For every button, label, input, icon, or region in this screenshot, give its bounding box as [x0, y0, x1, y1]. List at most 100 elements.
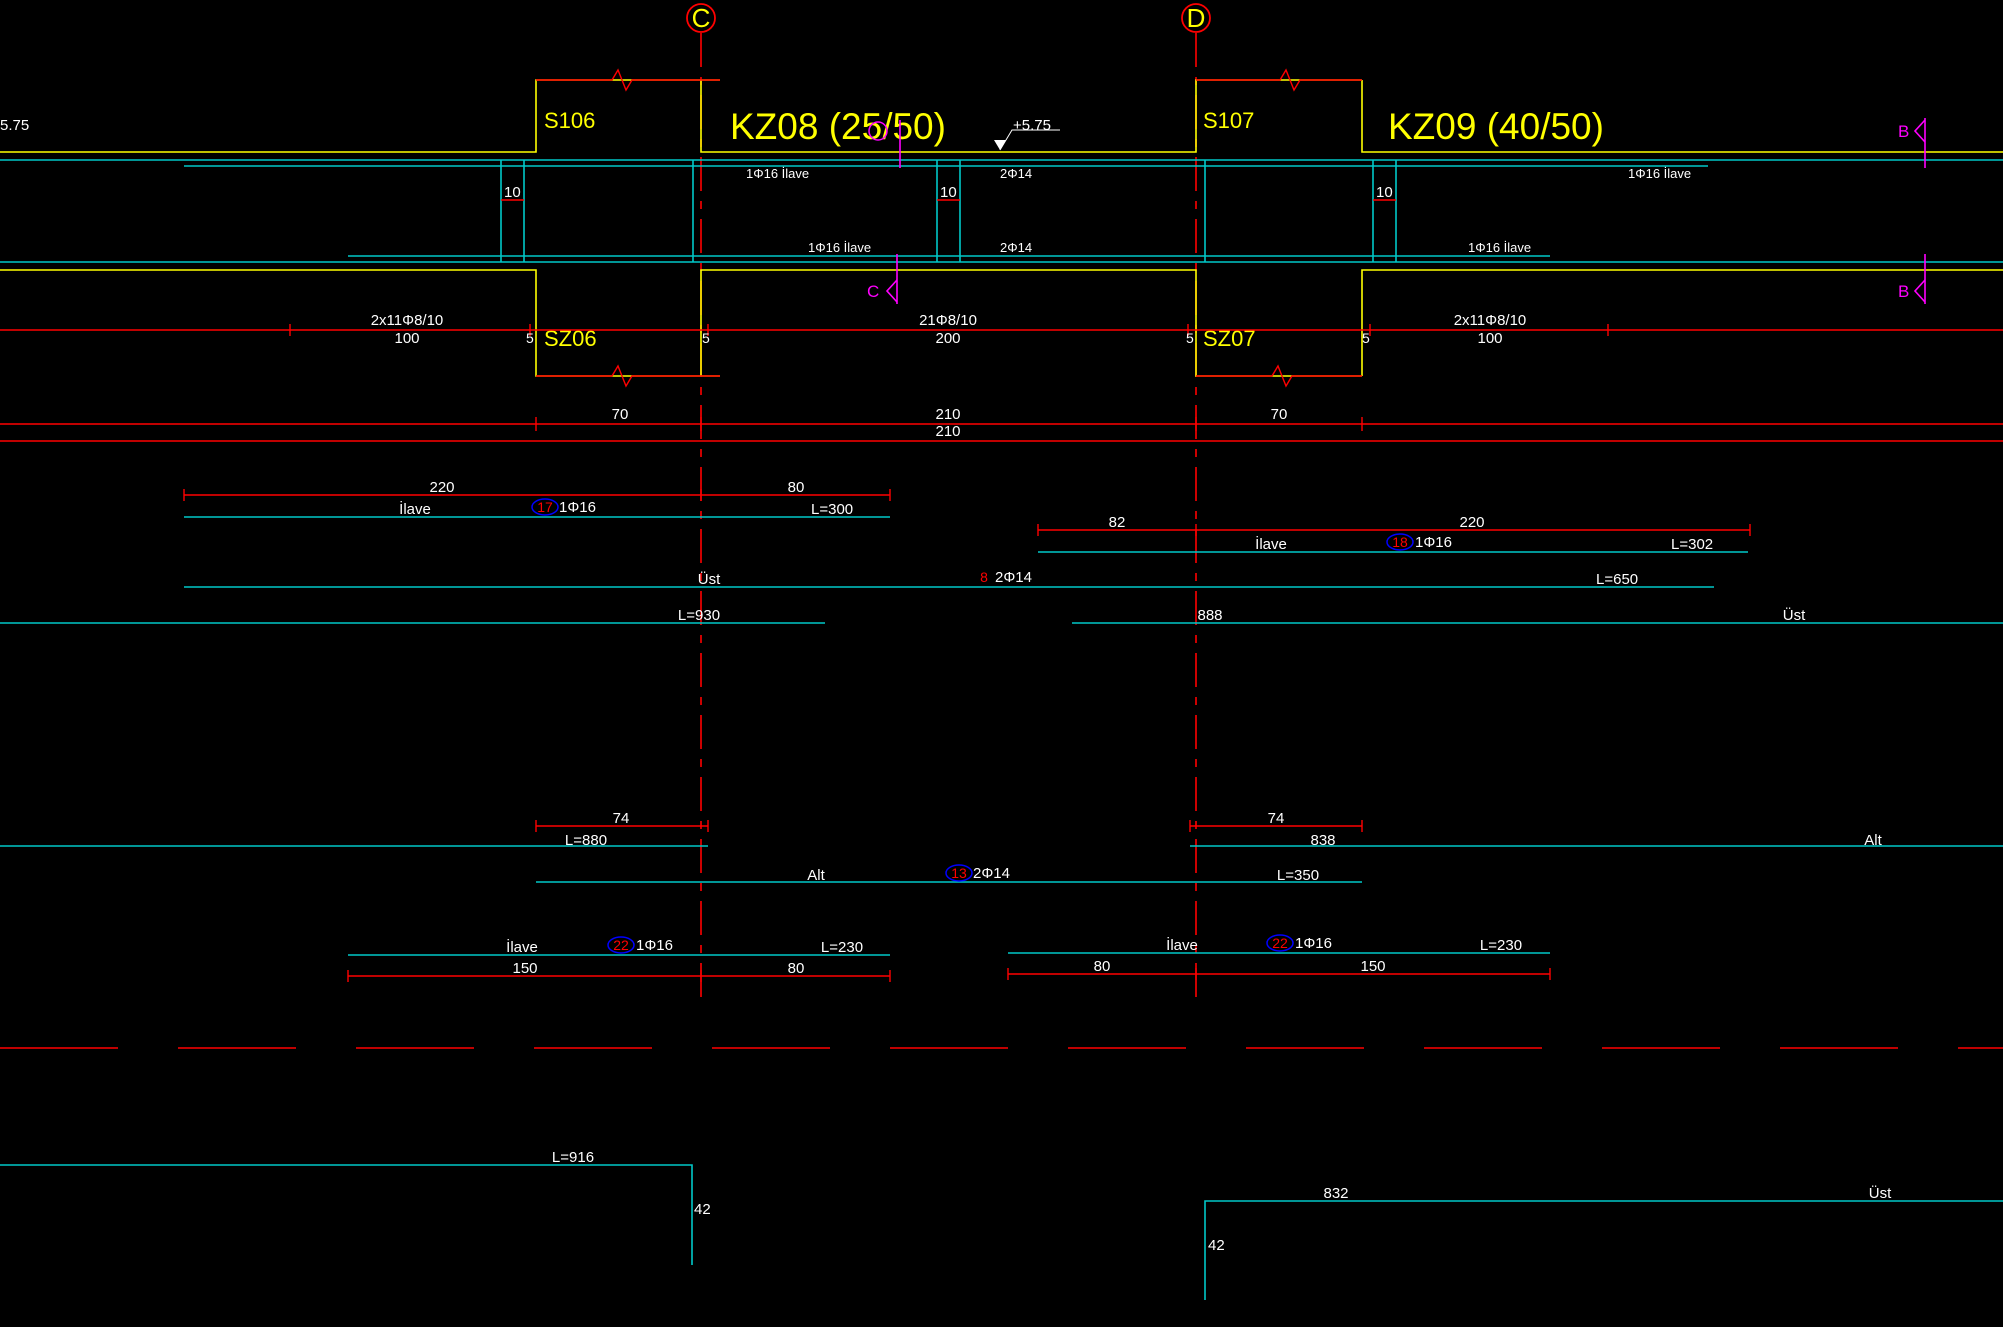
span-dimensions — [0, 417, 2003, 442]
svg-text:L=350: L=350 — [1277, 867, 1319, 884]
svg-text:10: 10 — [504, 184, 521, 201]
svg-text:42: 42 — [1208, 1237, 1225, 1254]
bar-17[interactable]: 220 80 İlave 17 1Φ16 L=300 — [183, 479, 891, 518]
stirrup-labels: 2x11Φ8/10 100 21Φ8/10 200 2x11Φ8/10 100 … — [371, 312, 1527, 347]
svg-text:Üst: Üst — [698, 570, 721, 588]
bar-hook-left[interactable]: L=916 42 — [0, 1149, 711, 1265]
slab-label-s107[interactable]: S107 — [1203, 108, 1254, 133]
bar-22-left[interactable]: İlave 22 1Φ16 L=230 150 80 — [347, 936, 891, 982]
bar-8[interactable]: Üst 8 2Φ14 L=650 — [184, 569, 1714, 588]
svg-text:2Φ14: 2Φ14 — [1000, 240, 1032, 255]
stirrup-dimension-line — [0, 324, 2003, 336]
level-left: 5.75 — [0, 117, 29, 134]
svg-text:L=230: L=230 — [1480, 937, 1522, 954]
section-cut-bottom-c: C — [867, 254, 898, 304]
axis-bubble-c[interactable] — [686, 3, 716, 33]
svg-text:220: 220 — [1459, 514, 1484, 531]
svg-text:L=650: L=650 — [1596, 571, 1638, 588]
bar-top-right[interactable]: 888 Üst — [1072, 606, 2003, 624]
svg-text:100: 100 — [394, 330, 419, 347]
span-dim-70-left: 70 — [612, 406, 629, 423]
span-dim-210-total: 210 — [935, 423, 960, 440]
svg-text:74: 74 — [613, 810, 630, 827]
svg-text:2Φ14: 2Φ14 — [995, 569, 1032, 586]
svg-text:2Φ14: 2Φ14 — [1000, 166, 1032, 181]
svg-text:22: 22 — [613, 937, 629, 953]
section-cut-bottom-b: B — [1898, 254, 1926, 304]
svg-text:150: 150 — [512, 960, 537, 977]
svg-text:200: 200 — [935, 330, 960, 347]
svg-text:İlave: İlave — [399, 500, 431, 518]
svg-text:18: 18 — [1392, 534, 1408, 550]
svg-text:22: 22 — [1272, 935, 1288, 951]
svg-text:L=880: L=880 — [565, 832, 607, 849]
bar-18[interactable]: 82 220 İlave 18 1Φ16 L=302 — [1037, 514, 1751, 553]
svg-text:80: 80 — [1094, 958, 1111, 975]
beam-title-kz08[interactable]: KZ08 (25/50) — [730, 106, 946, 147]
svg-text:74: 74 — [1268, 810, 1285, 827]
svg-text:10: 10 — [940, 184, 957, 201]
section-cut-top-b: B — [1898, 118, 1926, 168]
bar-22-right[interactable]: İlave 22 1Φ16 L=230 80 150 — [1007, 934, 1551, 980]
svg-text:2x11Φ8/10: 2x11Φ8/10 — [371, 312, 444, 329]
svg-text:5: 5 — [1362, 330, 1370, 346]
svg-text:220: 220 — [429, 479, 454, 496]
bar-hook-right[interactable]: 832 Üst 42 — [1204, 1184, 2003, 1300]
bar-bottom-right[interactable]: 74 838 Alt — [1189, 810, 2003, 849]
svg-text:1Φ16 İlave: 1Φ16 İlave — [1628, 166, 1691, 181]
span-dim-70-right: 70 — [1271, 406, 1288, 423]
svg-text:150: 150 — [1360, 958, 1385, 975]
svg-text:2x11Φ8/10: 2x11Φ8/10 — [1454, 312, 1527, 329]
svg-text:100: 100 — [1477, 330, 1502, 347]
svg-text:İlave: İlave — [1255, 535, 1287, 553]
section-cut-top-c — [868, 120, 901, 168]
svg-text:80: 80 — [788, 479, 805, 496]
svg-text:2Φ14: 2Φ14 — [973, 865, 1010, 882]
svg-text:1Φ16 İlave: 1Φ16 İlave — [746, 166, 809, 181]
svg-text:5: 5 — [702, 330, 710, 346]
svg-text:21Φ8/10: 21Φ8/10 — [919, 312, 977, 329]
svg-text:838: 838 — [1310, 832, 1335, 849]
svg-text:B: B — [1898, 122, 1909, 141]
svg-text:İlave: İlave — [506, 938, 538, 956]
svg-text:İlave: İlave — [1166, 936, 1198, 954]
svg-text:L=930: L=930 — [678, 607, 720, 624]
svg-text:Üst: Üst — [1783, 606, 1806, 624]
axis-label-c: C — [692, 3, 711, 33]
svg-text:13: 13 — [951, 865, 967, 881]
svg-text:1Φ16: 1Φ16 — [1295, 935, 1332, 952]
axis-label-d: D — [1187, 3, 1206, 33]
svg-text:5: 5 — [526, 330, 534, 346]
beam-longitudinal-bars — [0, 159, 2003, 263]
svg-text:1Φ16: 1Φ16 — [1415, 534, 1452, 551]
svg-text:42: 42 — [694, 1201, 711, 1218]
bar-bottom-left[interactable]: 74 L=880 — [0, 810, 709, 849]
svg-text:5: 5 — [1186, 330, 1194, 346]
svg-text:80: 80 — [788, 960, 805, 977]
span-dim-210: 210 — [935, 406, 960, 423]
svg-text:82: 82 — [1109, 514, 1126, 531]
slab-label-s106[interactable]: S106 — [544, 108, 595, 133]
bar-13[interactable]: Alt 13 2Φ14 L=350 — [536, 864, 1362, 884]
svg-text:1Φ16 İlave: 1Φ16 İlave — [1468, 240, 1531, 255]
svg-text:L=230: L=230 — [821, 939, 863, 956]
svg-text:C: C — [867, 282, 879, 301]
axis-bubble-d[interactable] — [1181, 3, 1211, 33]
slab-break-lines — [536, 68, 1362, 388]
svg-text:L=916: L=916 — [552, 1149, 594, 1166]
bar-top-left[interactable]: L=930 — [0, 607, 825, 624]
svg-text:8: 8 — [980, 569, 988, 585]
svg-text:L=300: L=300 — [811, 501, 853, 518]
svg-text:17: 17 — [537, 499, 553, 515]
svg-text:832: 832 — [1323, 1185, 1348, 1202]
level-marker — [994, 129, 1060, 151]
svg-text:L=302: L=302 — [1671, 536, 1713, 553]
svg-text:B: B — [1898, 282, 1909, 301]
svg-text:1Φ16: 1Φ16 — [559, 499, 596, 516]
svg-text:888: 888 — [1197, 607, 1222, 624]
beam-inner-labels: 1Φ16 İlave 2Φ14 1Φ16 İlave 1Φ16 İlave 2Φ… — [504, 166, 1691, 255]
beam-title-kz09[interactable]: KZ09 (40/50) — [1388, 106, 1604, 147]
svg-text:Alt: Alt — [807, 867, 825, 884]
svg-text:1Φ16: 1Φ16 — [636, 937, 673, 954]
